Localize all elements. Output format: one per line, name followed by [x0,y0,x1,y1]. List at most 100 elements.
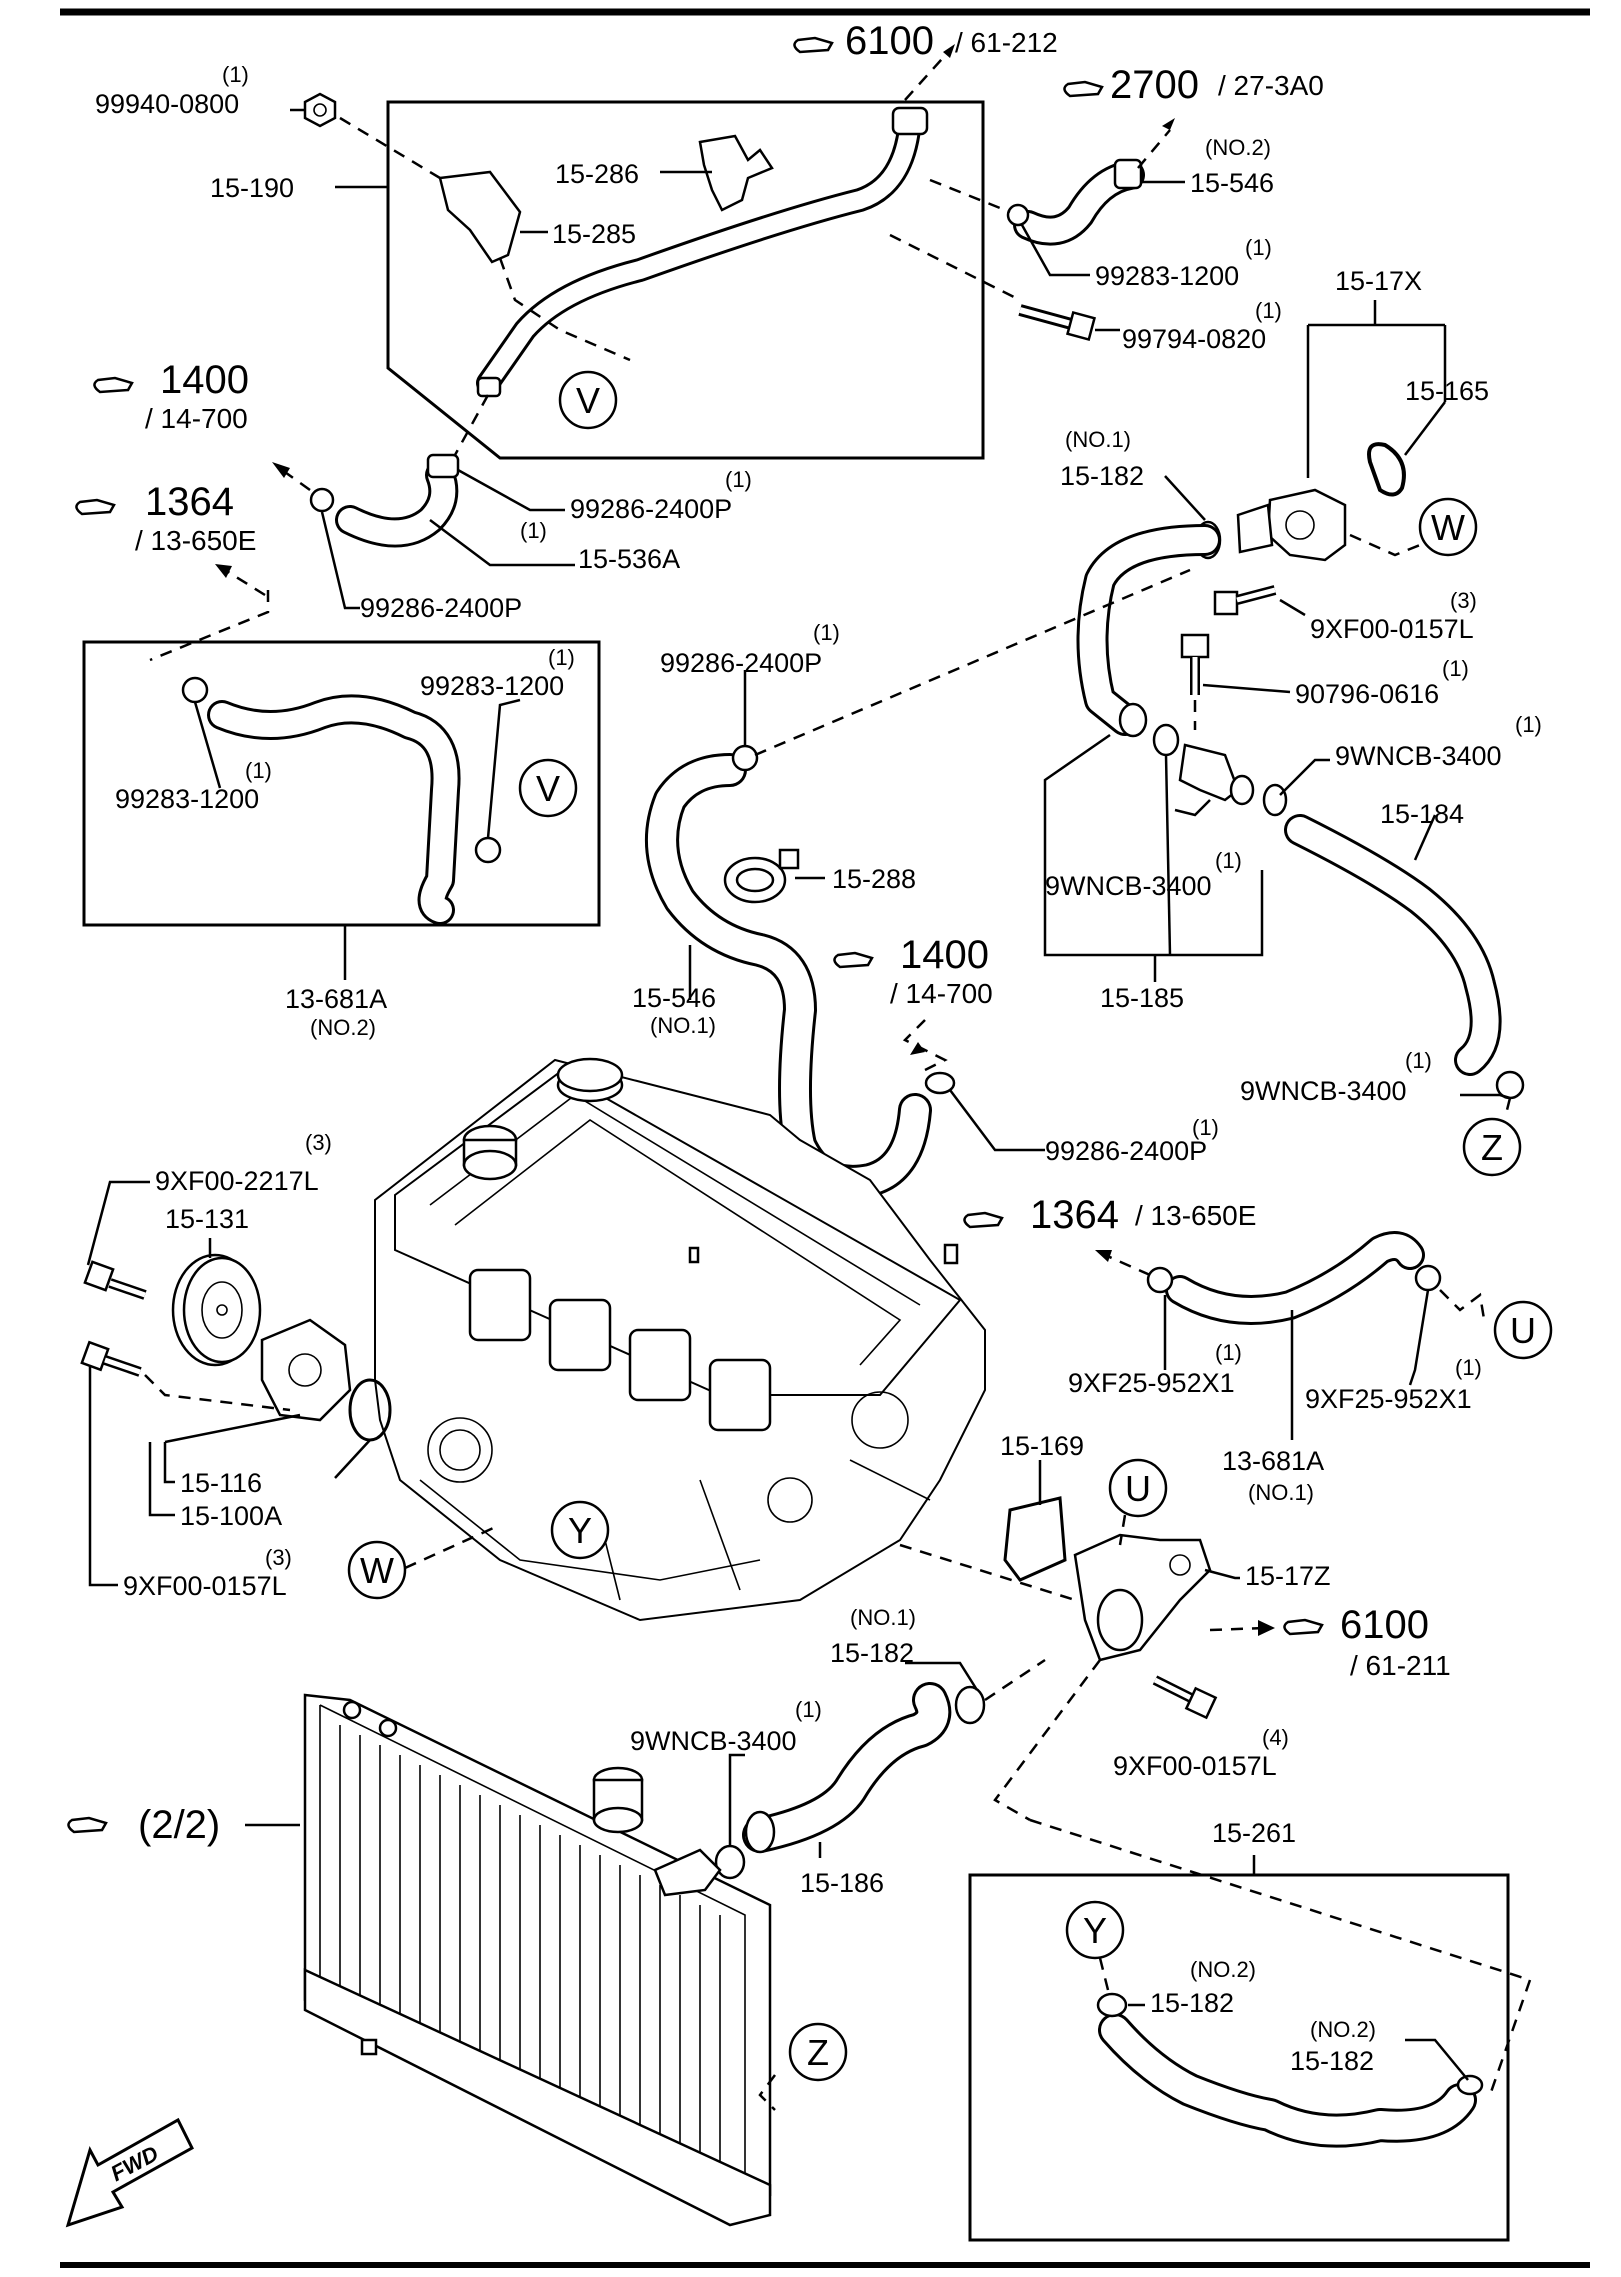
callout-Y-engine-label: Y [568,1510,592,1551]
bolt-90796-0616 [1180,633,1291,695]
water-pump-15-100A [260,1318,352,1422]
label-9XF00-0157L-a-qty: (3) [1450,588,1477,613]
ref-6100-top-sub: / 61-212 [955,27,1058,58]
label-15-184: 15-184 [1380,799,1464,829]
label-15-185: 15-185 [1100,983,1184,1013]
ref-1400-mid-sub: / 14-700 [890,978,993,1009]
pointer-icon [67,1816,108,1834]
label-9XF25-b-qty: (1) [1455,1355,1482,1380]
label-99286-2400P-c: 99286-2400P [660,648,822,678]
label-15-182-no2b: 15-182 [1290,2046,1374,2076]
label-99283-top-qty: (1) [1245,235,1272,260]
label-15-546-top: 15-546 [1190,168,1274,198]
pointer-icon [75,498,116,516]
label-99283-box-qty: (1) [548,645,575,670]
label-9WNCB-a-qty: (1) [1515,712,1542,737]
box-15-190 [386,100,985,460]
callout-W-engine-label: W [360,1550,394,1591]
ref-1364-left-sub: / 13-650E [135,525,256,556]
label-9XF25-952X1-b: 9XF25-952X1 [1305,1384,1472,1414]
label-99286-d-qty: (1) [1192,1115,1219,1140]
label-15-182-mid-note: (NO.1) [850,1605,916,1630]
ref-1400-left[interactable]: 1400 / 14-700 [93,358,249,434]
label-9WNCB-3400-d: 9WNCB-3400 [630,1726,797,1756]
label-15-186: 15-186 [800,1868,884,1898]
callout-Y-box [1065,1900,1125,1960]
label-9XF25-952X1-a: 9XF25-952X1 [1068,1368,1235,1398]
label-99940-0800: 99940-0800 [95,89,239,119]
label-99283-1200-box2: 99283-1200 [115,784,259,814]
callout-U-right-label: U [1510,1310,1536,1351]
ref-radiator-code: (2/2) [138,1803,220,1847]
label-9WNCB-3400-b: 9WNCB-3400 [1045,871,1212,901]
ref-radiator-2-2[interactable]: (2/2) [67,1803,220,1847]
label-9WNCB-b-qty: (1) [1215,848,1242,873]
label-9WNCB-d-qty: (1) [795,1697,822,1722]
label-13-681A-no1: 13-681A [1222,1446,1324,1476]
label-90796-0616: 90796-0616 [1295,679,1439,709]
label-9WNCB-3400-c: 9WNCB-3400 [1240,1076,1407,1106]
callout-V-box-label: V [536,768,560,809]
gasket-15-165 [1367,442,1406,497]
label-15-182-no2a-note: (NO.2) [1190,1957,1256,1982]
label-9XF25-a-qty: (1) [1215,1340,1242,1365]
label-9XF00-2217L: 9XF00-2217L [155,1166,319,1196]
label-15-288: 15-288 [832,864,916,894]
fwd-arrow-icon: FWD [65,2117,194,2228]
radiator [303,1693,772,2227]
label-15-169: 15-169 [1000,1431,1084,1461]
label-99286-2400P-a: 99286-2400P [570,494,732,524]
label-15-182-top-note: (NO.1) [1065,427,1131,452]
engine-block [374,1057,986,1622]
label-15-261: 15-261 [1212,1818,1296,1848]
label-9WNCB-c-qty: (1) [1405,1048,1432,1073]
ref-1364-mid[interactable]: 1364 / 13-650E [963,1193,1256,1237]
label-15-536A-qty: (1) [520,518,547,543]
ref-1364-left-code: 1364 [145,480,234,524]
label-9XF00-0157L-a: 9XF00-0157L [1310,614,1474,644]
ref-1400-mid-code: 1400 [900,933,989,977]
callout-U-right [1493,1300,1553,1360]
label-15-182-mid: 15-182 [830,1638,914,1668]
ref-1364-mid-sub: / 13-650E [1135,1200,1256,1231]
ref-6100-right[interactable]: 6100 / 61-211 [1283,1603,1451,1681]
ref-1364-left[interactable]: 1364 / 13-650E [75,480,256,556]
label-15-285: 15-285 [552,219,636,249]
box-13-681A-no2 [82,640,601,927]
ref-1400-mid[interactable]: 1400 / 14-700 [833,933,993,1009]
label-15-17X: 15-17X [1335,266,1422,296]
ref-1364-mid-code: 1364 [1030,1193,1119,1237]
label-15-100A: 15-100A [180,1501,282,1531]
bolt-9XF00-0157L-c [1152,1675,1218,1720]
callout-U-housing-label: U [1125,1468,1151,1509]
ref-6100-right-sub: / 61-211 [1350,1650,1451,1681]
callout-U-housing [1108,1458,1168,1518]
ref-2700[interactable]: 2700 / 27-3A0 [1063,63,1324,107]
ref-6100-top[interactable]: 6100 / 61-212 [793,19,1058,63]
callout-Z-radiator [788,2022,848,2082]
label-99286-c-qty: (1) [813,620,840,645]
housing-15-17Z [1073,1533,1212,1662]
callout-V-top [558,370,618,430]
callout-Y-engine [550,1500,610,1560]
label-13-681A-no1-note: (NO.1) [1248,1480,1314,1505]
label-15-116: 15-116 [180,1468,262,1498]
callout-V-box [518,758,578,818]
pointer-icon [963,1211,1004,1229]
label-99286-2400P-d: 99286-2400P [1045,1136,1207,1166]
pointer-icon [93,376,134,394]
label-15-546-no1-note: (NO.1) [650,1013,716,1038]
label-15-536A: 15-536A [578,544,680,574]
pipe-15-185 [1178,743,1240,802]
pointer-icon [1063,80,1104,98]
ref-1400-left-code: 1400 [160,358,249,402]
nut-99940-0800 [303,92,337,128]
pulley-15-131 [171,1253,262,1367]
label-90796-qty: (1) [1442,656,1469,681]
bolt-9XF00-0157L-a [1213,585,1306,617]
label-99283-1200-box: 99283-1200 [420,671,564,701]
ref-1400-left-sub: / 14-700 [145,403,248,434]
ref-6100-right-code: 6100 [1340,1603,1429,1647]
part-labels: (1) 99940-0800 15-190 15-286 15-285 (NO.… [95,62,1542,2076]
